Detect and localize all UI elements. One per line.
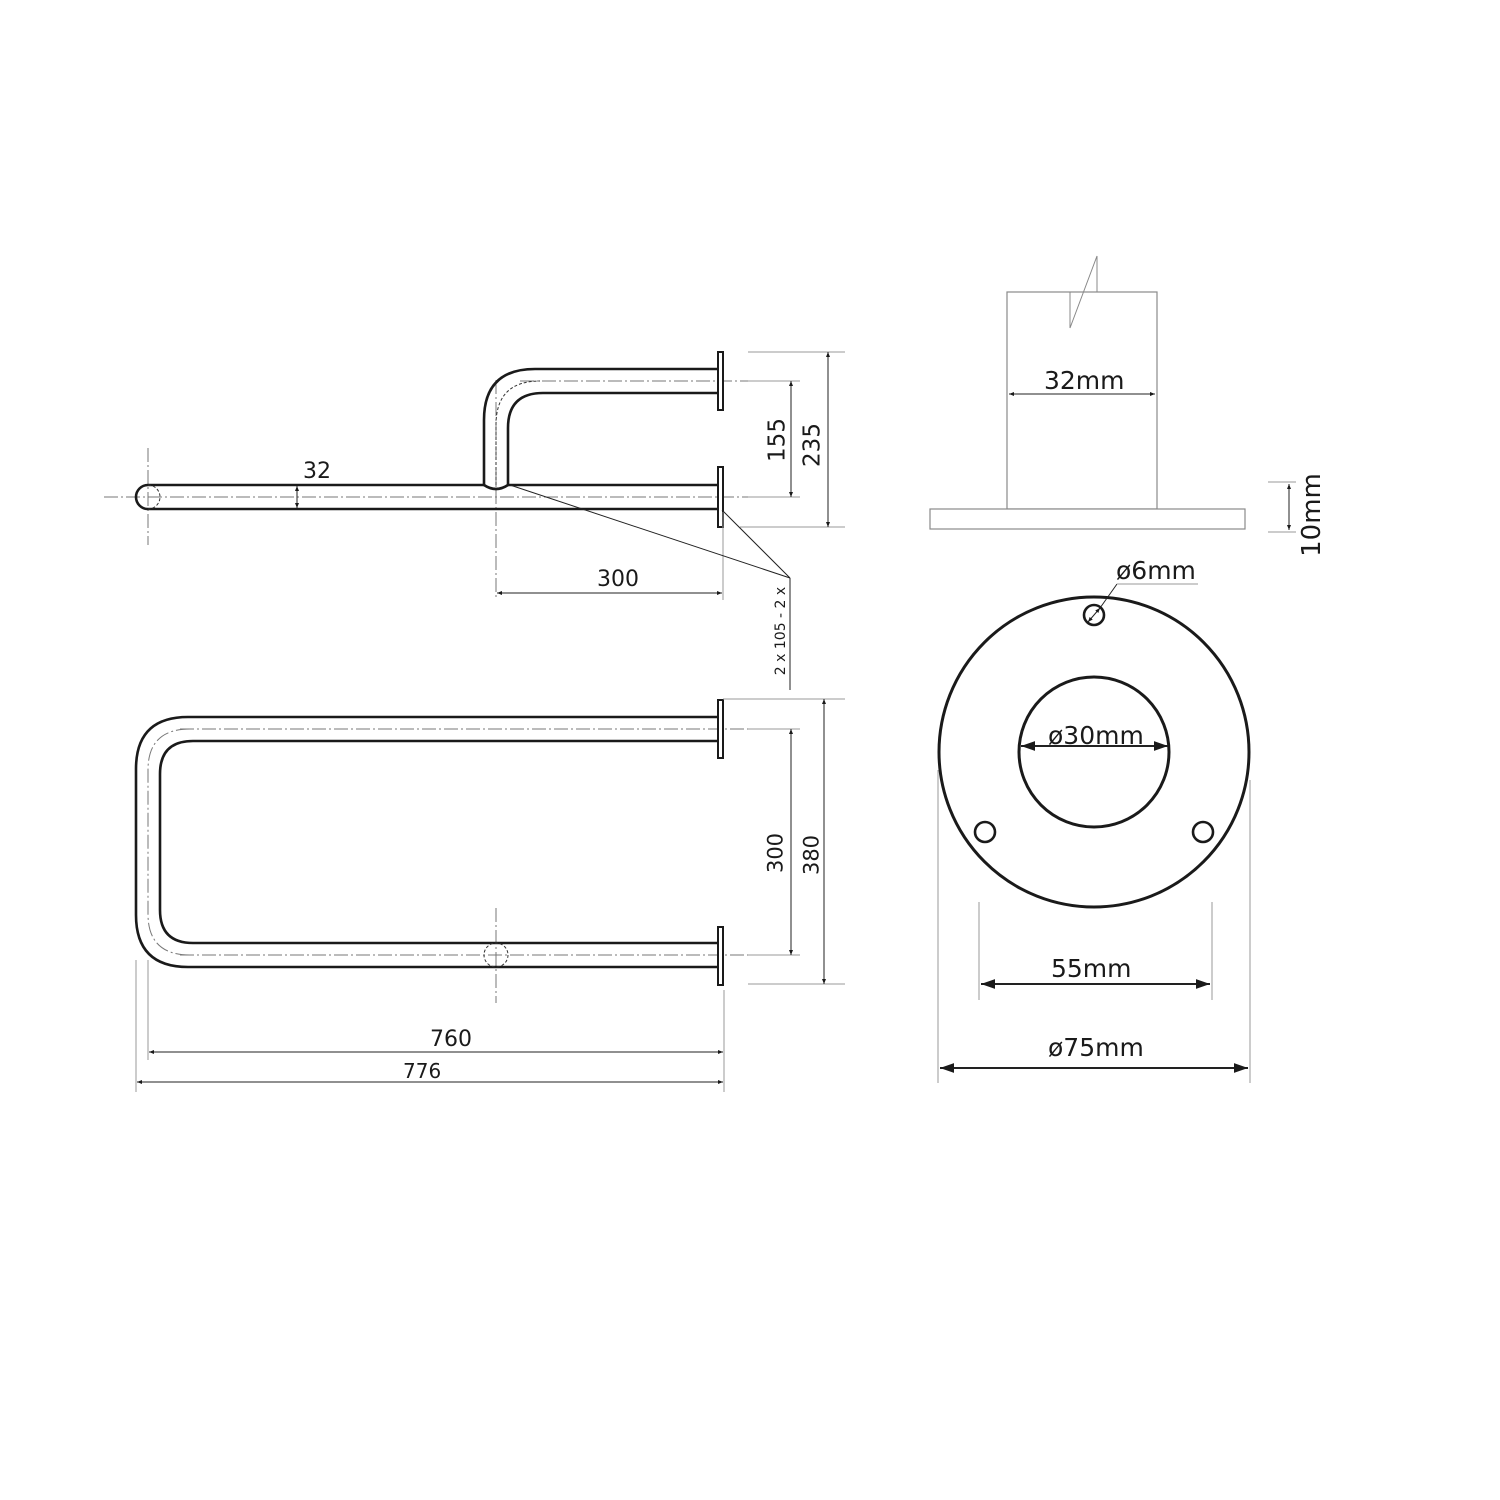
flange-plan-view <box>937 583 1251 1083</box>
dim-spacing-235: 235 <box>799 423 826 467</box>
dim-tube-diameter: 32 <box>303 459 331 484</box>
dim-hole-spacing-55mm: 55mm <box>1051 954 1132 983</box>
dim-offset-300: 300 <box>597 567 639 592</box>
dim-overall-height-380: 380 <box>799 834 824 876</box>
dim-centre-length-760: 760 <box>430 1027 472 1052</box>
flange-side-view <box>929 255 1296 533</box>
dim-spacing-155: 155 <box>764 418 791 462</box>
dim-overall-length-776: 776 <box>403 1059 442 1083</box>
weld-note: 2 x 105 - 2 x <box>773 586 789 676</box>
dim-tube-width-32mm: 32mm <box>1044 366 1125 395</box>
dim-plate-thickness-10mm: 10mm <box>1297 473 1327 557</box>
dim-bore-diameter-30mm: ø30mm <box>1048 721 1144 750</box>
front-view <box>134 698 845 1092</box>
dim-hole-diameter-6mm: ø6mm <box>1116 556 1196 585</box>
top-view <box>104 351 845 690</box>
dim-centre-spacing-300: 300 <box>763 832 788 874</box>
dim-outer-diameter-75mm: ø75mm <box>1048 1033 1144 1062</box>
